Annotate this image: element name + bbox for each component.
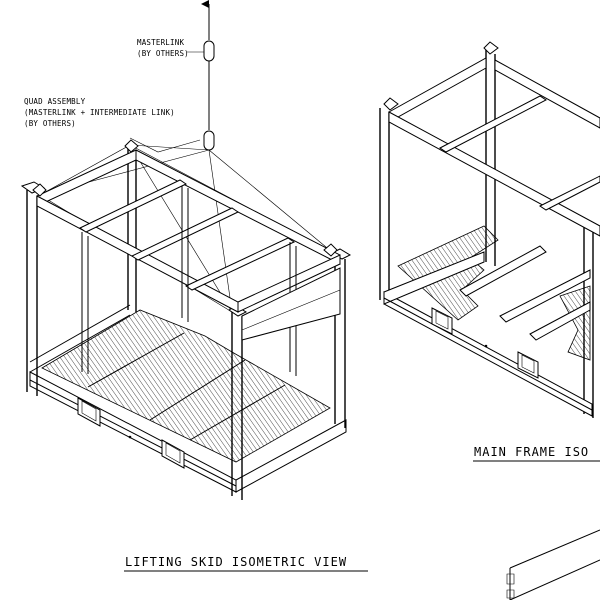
masterlink-note: (BY OTHERS)	[137, 49, 189, 58]
main-frame-isometric	[379, 41, 600, 418]
fork-pocket-1	[77, 397, 101, 427]
masterlink-label: MASTERLINK	[137, 38, 184, 47]
masterlink-upper	[203, 40, 215, 62]
lifting-skid-isometric	[20, 0, 352, 500]
base-rail-front	[235, 419, 347, 493]
cross-member-1	[78, 179, 188, 233]
cross-member-3	[184, 237, 296, 291]
quad-assembly-note: (BY OTHERS)	[24, 119, 76, 128]
main-frame-title: MAIN FRAME ISO	[474, 445, 589, 459]
sling-4	[208, 149, 233, 313]
detail-fragment	[506, 529, 600, 600]
post-back-left	[127, 148, 137, 312]
sling-1	[129, 144, 210, 151]
quad-assembly-detail: (MASTERLINK + INTERMEDIATE LINK)	[24, 108, 175, 117]
sling-3	[208, 149, 333, 253]
quad-assembly-label: QUAD ASSEMBLY	[24, 97, 86, 106]
floor-grating	[41, 309, 331, 463]
top-rail-right	[237, 254, 341, 313]
fork-pocket-2	[161, 439, 185, 469]
masterlink-quad	[203, 130, 215, 151]
lifting-skid-title: LIFTING SKID ISOMETRIC VIEW	[125, 555, 347, 569]
cross-member-2	[130, 207, 240, 261]
post-front-left	[20, 181, 46, 396]
side-panel	[241, 267, 341, 341]
top-rail-left	[36, 149, 137, 207]
top-rail-back	[135, 149, 341, 265]
